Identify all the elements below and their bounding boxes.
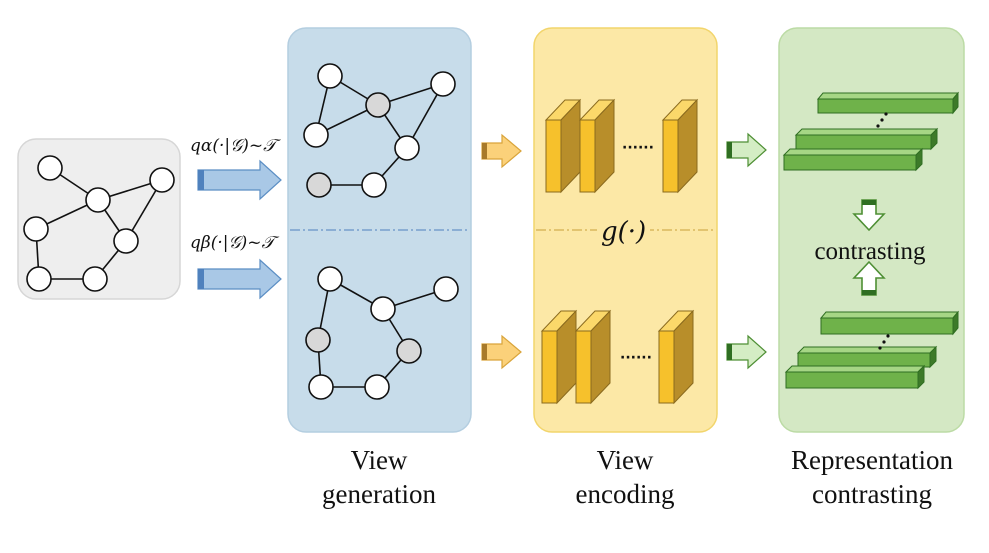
representation-bar bbox=[796, 345, 938, 369]
input-graph-panel bbox=[17, 138, 181, 300]
representation-bar bbox=[819, 310, 960, 336]
to-encoder-arrow-top bbox=[481, 133, 522, 169]
bottom-view-label: qβ(·|𝒢)~𝒯 bbox=[190, 233, 275, 253]
top-view-label: qα(·|𝒢)~𝒯 bbox=[190, 136, 277, 156]
stage-label-view-generation: View generation bbox=[286, 443, 472, 511]
stage-label-line: View bbox=[350, 445, 408, 475]
to-representation-arrow-top bbox=[726, 132, 767, 168]
stage-label-view-encoding: View encoding bbox=[532, 443, 718, 511]
representation-stack-top bbox=[782, 91, 960, 172]
contrast-arrow-up bbox=[852, 260, 886, 296]
graph-node bbox=[149, 167, 175, 193]
representation-bar bbox=[784, 364, 926, 390]
contrast-arrow-down bbox=[852, 199, 886, 232]
representation-stack-bottom bbox=[784, 310, 960, 390]
encoder-block bbox=[540, 309, 578, 405]
encoder-stack-top bbox=[544, 98, 699, 194]
encoder-block bbox=[578, 98, 616, 194]
graph-node bbox=[37, 155, 63, 181]
graph-node bbox=[23, 216, 49, 242]
representation-dots-bottom bbox=[878, 334, 890, 350]
top-view-graph bbox=[303, 63, 456, 198]
stage-label-line: generation bbox=[322, 479, 436, 509]
encoder-block bbox=[661, 98, 699, 194]
encoder-ellipsis-top: ······ bbox=[622, 140, 654, 156]
augmentation-arrow-top bbox=[197, 159, 282, 201]
graph-node bbox=[113, 228, 139, 254]
input-graph bbox=[23, 155, 175, 292]
encoder-label: g(·) bbox=[597, 217, 651, 247]
view-generation-panel bbox=[287, 27, 472, 433]
encoder-block bbox=[544, 98, 582, 194]
stage-label-line: encoding bbox=[575, 479, 675, 509]
bottom-view-graph bbox=[305, 266, 459, 400]
augmentation-arrow-bottom bbox=[197, 258, 282, 300]
graph-node bbox=[85, 187, 111, 213]
encoder-block bbox=[657, 309, 695, 405]
to-representation-arrow-bottom bbox=[726, 334, 767, 370]
graph-node bbox=[82, 266, 108, 292]
to-encoder-arrow-bottom bbox=[481, 334, 522, 370]
representation-bar bbox=[816, 91, 960, 115]
encoder-stack-bottom bbox=[540, 309, 695, 405]
graph-node bbox=[26, 266, 52, 292]
contrast-label: contrasting bbox=[814, 238, 926, 265]
representation-bar bbox=[794, 127, 939, 151]
stage-label-line: contrasting bbox=[812, 479, 932, 509]
representation-dots-top bbox=[876, 112, 888, 128]
stage-label-line: View bbox=[596, 445, 654, 475]
stage-label-line: Representation bbox=[791, 445, 953, 475]
representation-bar bbox=[782, 147, 924, 172]
encoder-ellipsis-bottom: ······ bbox=[620, 350, 652, 366]
encoder-block bbox=[574, 309, 612, 405]
stage-label-representation-contrasting: Representation contrasting bbox=[770, 443, 974, 511]
